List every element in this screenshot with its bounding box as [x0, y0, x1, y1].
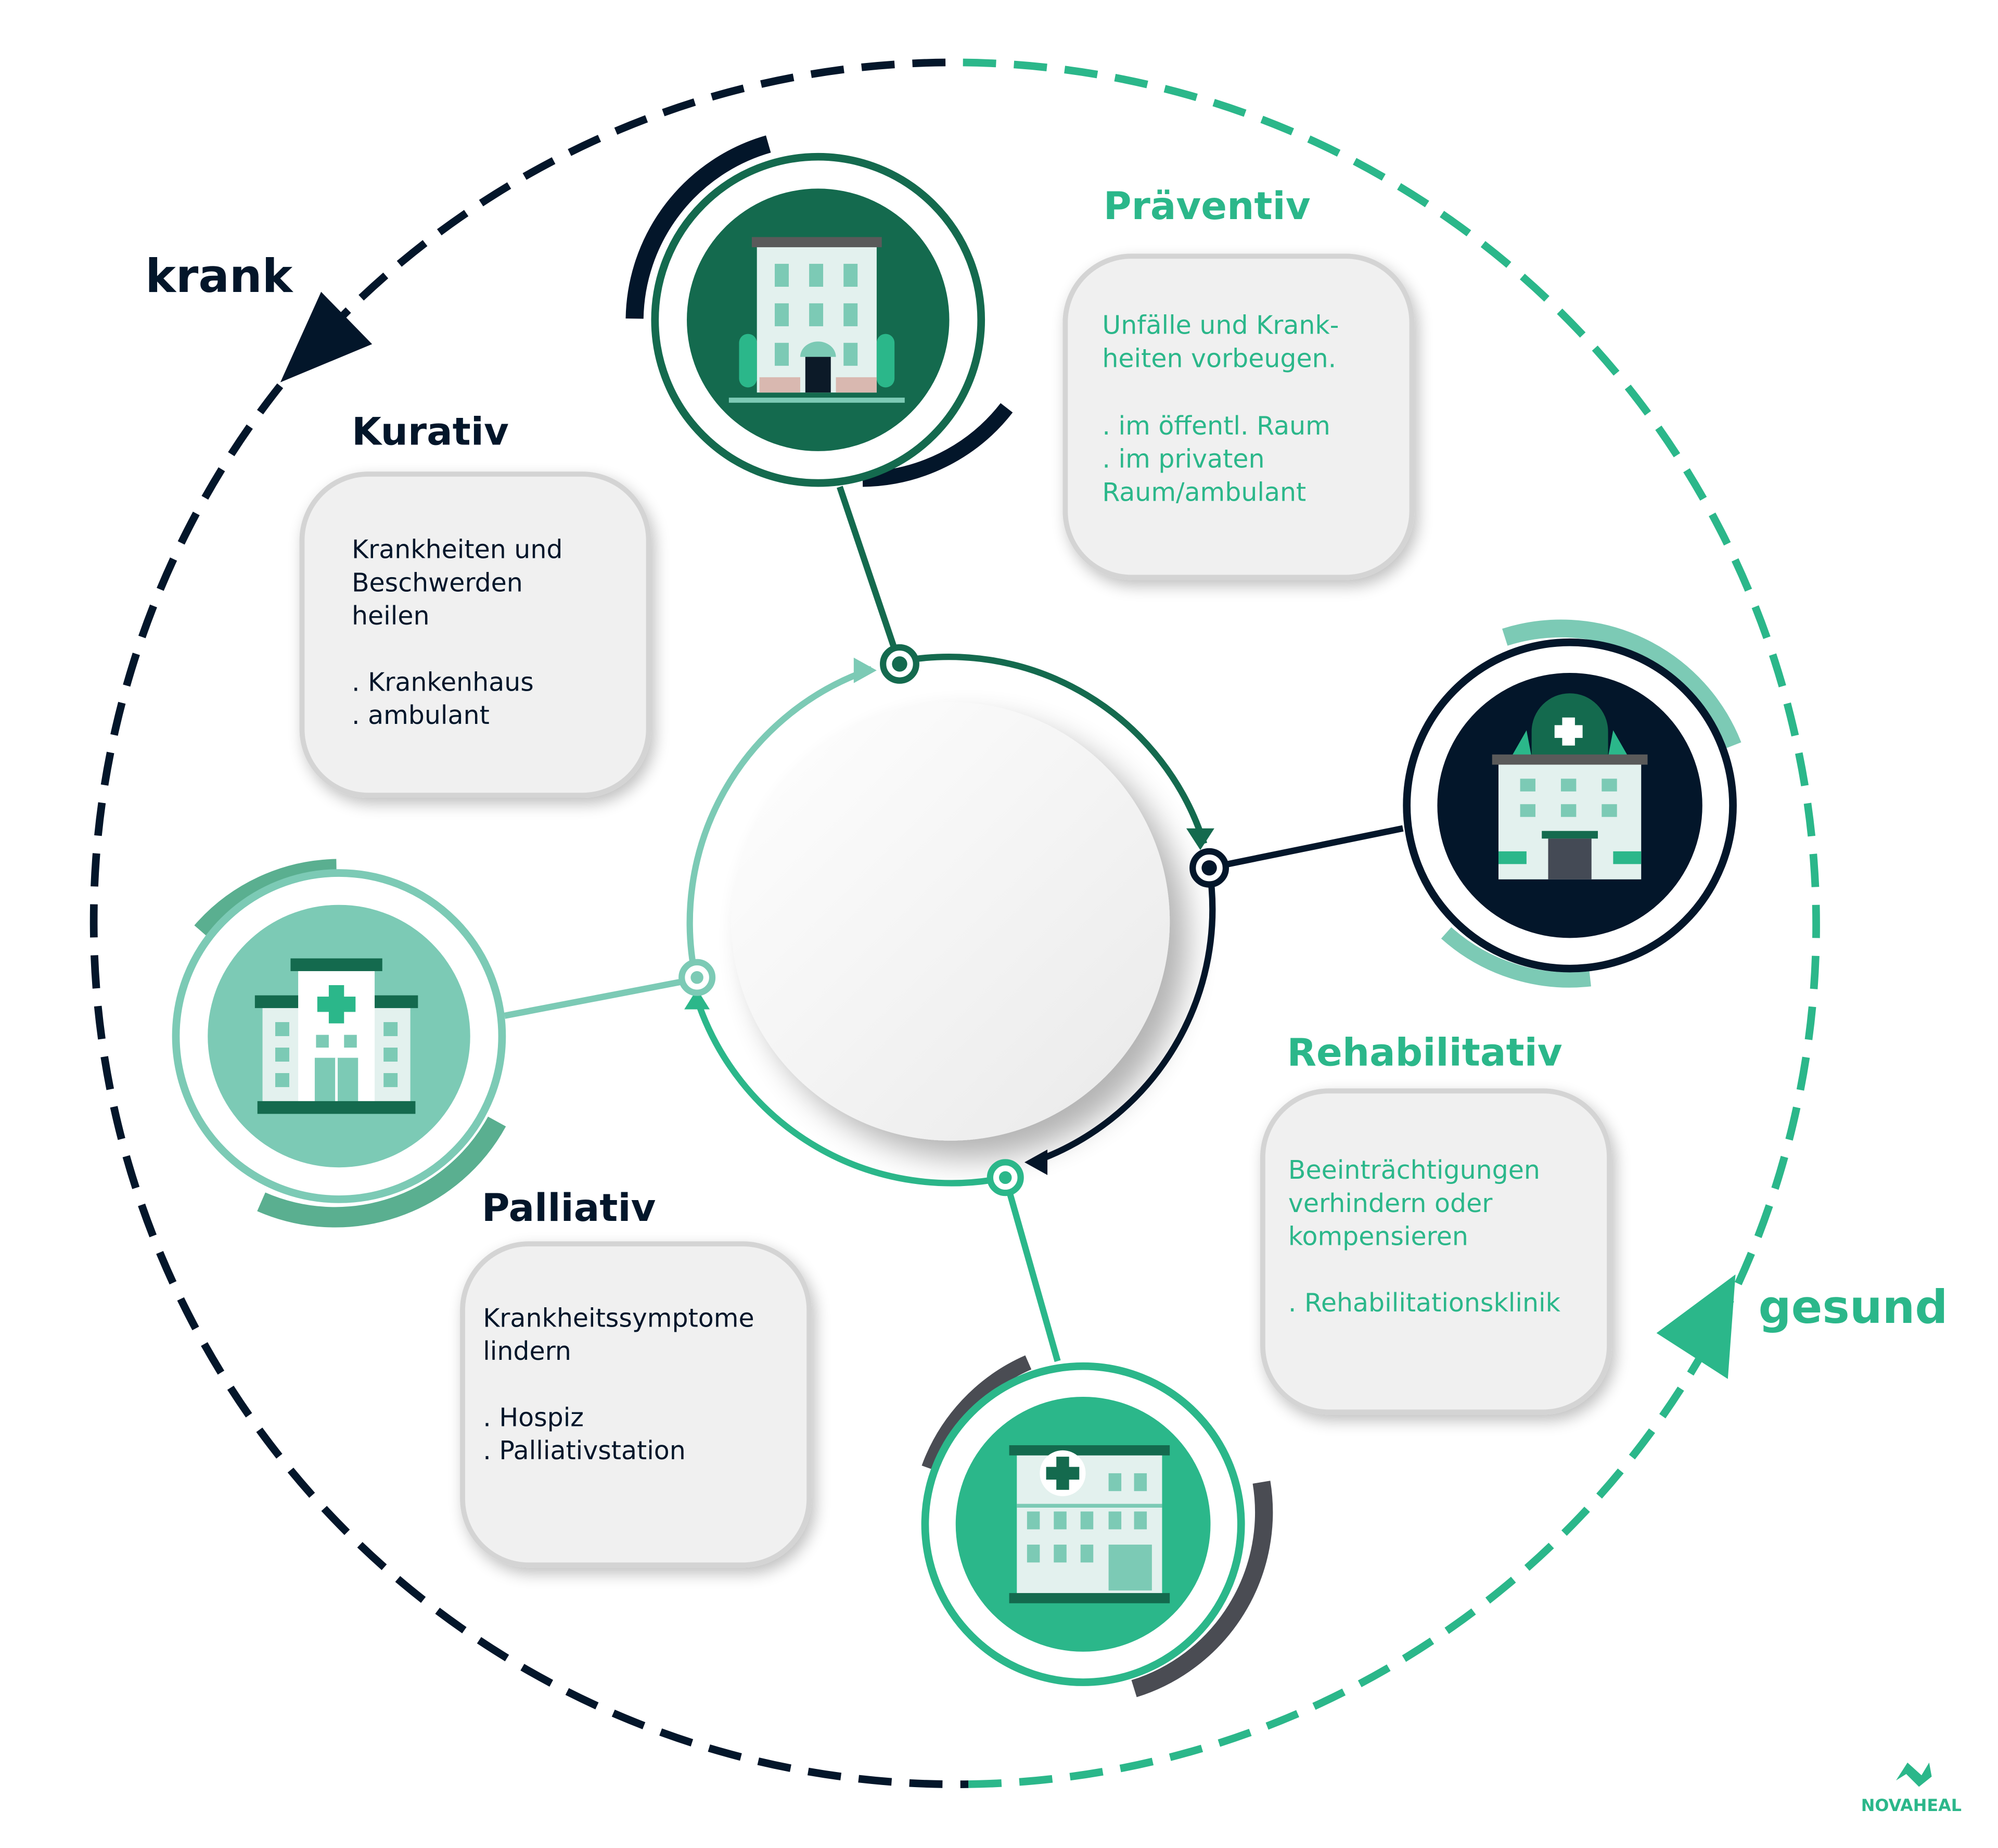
- rehabilitativ-box: [1260, 1088, 1612, 1415]
- connector-praeventiv: [837, 486, 903, 665]
- kurativ-line: Krankheiten und: [352, 535, 563, 565]
- rehabilitativ-line: Beeinträchtigungen: [1288, 1155, 1540, 1185]
- outer-cycle-green-arc: [945, 58, 1820, 1788]
- praeventiv-line: . im privaten: [1102, 444, 1264, 474]
- kurativ-line: Beschwerden: [352, 568, 523, 597]
- palliativ-title: Palliativ: [482, 1186, 656, 1230]
- inner-ring-arrow-kurativ: [853, 657, 877, 683]
- emergency-hospital-icon: [1492, 693, 1648, 880]
- rehabilitativ-line: . Rehabilitationsklinik: [1288, 1288, 1561, 1318]
- kurativ-line: heilen: [352, 601, 430, 631]
- inner-ring-arrow-palliativ: [684, 989, 710, 1010]
- rehabilitativ-title: Rehabilitativ: [1287, 1030, 1562, 1075]
- kurativ-text: Krankheiten und Beschwerden heilen . Kra…: [352, 535, 563, 730]
- inner-ring-arrow-praeventiv: [1186, 828, 1214, 850]
- praeventiv-title: Präventiv: [1104, 184, 1311, 228]
- node-clinic: [987, 1159, 1024, 1196]
- inner-ring-arc-kurativ: [686, 666, 873, 980]
- center-disk: [731, 702, 1170, 1141]
- inner-ring: [684, 654, 1216, 1187]
- inner-ring-arc-praeventiv: [899, 654, 1208, 845]
- praeventiv-line: Unfälle und Krank-: [1102, 311, 1339, 340]
- logo-text: NOVAHEAL: [1861, 1795, 1962, 1815]
- icon-group-praeventiv: [625, 135, 1013, 487]
- rehabilitativ-line: kompensieren: [1288, 1222, 1468, 1252]
- palliativ-line: lindern: [483, 1336, 571, 1366]
- praeventiv-line: . im öffentl. Raum: [1102, 411, 1330, 441]
- palliativ-line: Krankheitssymptome: [483, 1303, 754, 1333]
- gesund-label: gesund: [1759, 1280, 1948, 1334]
- rehabilitativ-text: Beeinträchtigungen verhindern oder kompe…: [1288, 1155, 1561, 1318]
- connector-palliativ: [504, 975, 698, 1019]
- kurativ-line: . Krankenhaus: [352, 667, 534, 697]
- palliativ-line: . Palliativstation: [483, 1436, 686, 1465]
- krank-arrowhead: [280, 291, 373, 383]
- praeventiv-text: Unfälle und Krank- heiten vorbeugen. . i…: [1102, 311, 1339, 507]
- office-building-icon: [728, 237, 905, 403]
- inner-ring-arrow-rehabilitativ: [1024, 1149, 1048, 1175]
- kurativ-line: . ambulant: [352, 700, 490, 730]
- kurativ-box: [299, 471, 651, 798]
- logo-mark-icon: [1896, 1762, 1932, 1787]
- icon-group-palliativ: [172, 859, 506, 1228]
- novaheal-logo: NOVAHEAL: [1861, 1762, 1962, 1815]
- palliativ-line: . Hospiz: [483, 1403, 584, 1432]
- rehabilitativ-line: verhindern oder: [1288, 1189, 1493, 1218]
- icon-group-rehabilitativ-emergency: [1403, 619, 1741, 988]
- palliativ-text: Krankheitssymptome lindern . Hospiz . Pa…: [483, 1303, 754, 1465]
- clinic-building-icon: [1009, 1445, 1170, 1603]
- node-praeventiv: [880, 644, 919, 684]
- connector-rehabilitativ-icon: [1002, 1177, 1061, 1362]
- node-palliativ: [678, 959, 716, 996]
- inner-ring-arc-rehabilitativ: [1031, 867, 1216, 1166]
- praeventiv-line: Raum/ambulant: [1102, 477, 1306, 507]
- connectors: [504, 486, 1404, 1362]
- outer-cycle: [89, 58, 1820, 1788]
- outer-cycle-dark-arc: [89, 58, 969, 1788]
- gesund-arrowhead: [1656, 1274, 1736, 1379]
- praeventiv-line: heiten vorbeugen.: [1102, 343, 1336, 373]
- icon-group-clinic: [921, 1355, 1273, 1698]
- kurativ-title: Kurativ: [352, 410, 509, 454]
- node-rehabilitativ: [1189, 848, 1229, 888]
- inner-ring-arc-palliativ: [694, 998, 1006, 1187]
- connector-rehabilitativ: [1208, 825, 1404, 871]
- praeventiv-box: [1062, 253, 1415, 580]
- krank-label: krank: [145, 249, 293, 303]
- hospital-building-icon: [254, 958, 418, 1114]
- palliativ-box: [460, 1241, 812, 1568]
